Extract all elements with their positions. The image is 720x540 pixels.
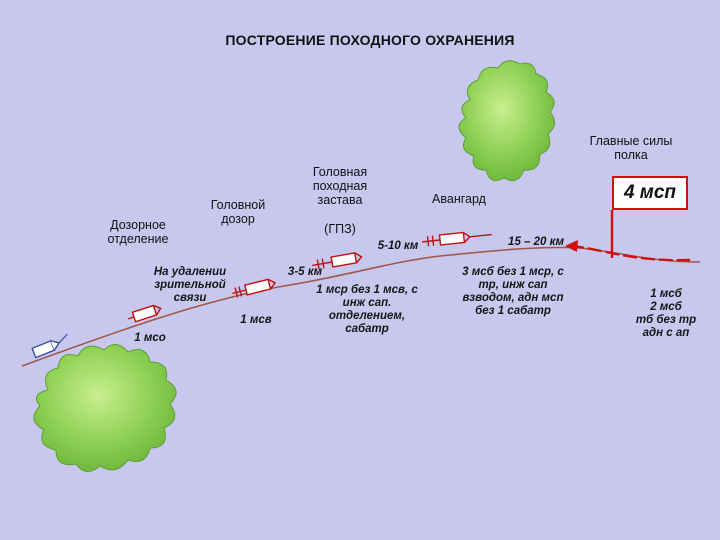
flag-unit-label: 4 мсп	[612, 176, 688, 210]
main-forces-label: Главные силы полка	[589, 134, 673, 162]
composition-vanguard: 3 мсб без 1 мср, с тр, инж сап взводом, …	[462, 266, 564, 317]
unit-column-icon	[422, 231, 492, 247]
gpz-abbr-label: (ГПЗ)	[324, 222, 356, 236]
distance-3-5: 3-5 км	[287, 266, 323, 278]
vanguard-label: Авангард	[432, 192, 486, 206]
head-march-outpost-label: Головная походная застава	[312, 165, 368, 207]
composition-platoon: 1 мсв	[240, 314, 272, 326]
main-forces-route	[569, 244, 691, 262]
unit-column-icon	[312, 252, 363, 270]
composition-squad: 1 мсо	[134, 332, 166, 344]
march-route-line	[21, 246, 701, 367]
distance-visual-contact: На удалении зрительной связи	[153, 266, 227, 304]
unit-column-icon	[232, 278, 277, 298]
direction-arrow-icon	[565, 240, 578, 252]
forest-icon	[33, 344, 177, 472]
distance-15-20: 15 – 20 км	[508, 236, 564, 248]
patrol-vehicle-icon	[31, 333, 68, 359]
forest-icon	[458, 60, 555, 182]
patrol-squad-label: Дозорное отделение	[107, 218, 169, 246]
page-title: ПОСТРОЕНИЕ ПОХОДНОГО ОХРАНЕНИЯ	[225, 32, 515, 48]
composition-gpz: 1 мср без 1 мсв, с инж сап. отделением, …	[316, 284, 418, 335]
composition-main: 1 мсб 2 мсб тб без тр адн с ап	[635, 288, 697, 339]
unit-column-icon	[128, 304, 162, 323]
distance-5-10: 5-10 км	[377, 240, 419, 252]
head-patrol-label: Головной дозор	[210, 198, 266, 226]
